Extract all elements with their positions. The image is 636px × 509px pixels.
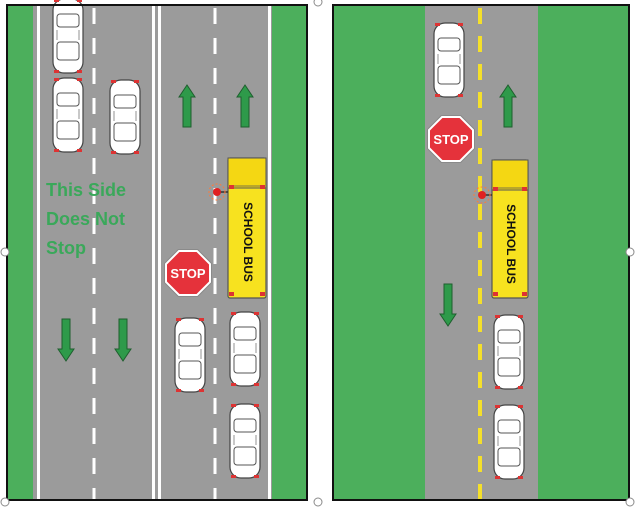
car-icon — [52, 0, 84, 74]
resize-handle[interactable] — [625, 247, 635, 257]
resize-handle[interactable] — [313, 0, 323, 7]
car-icon — [493, 404, 525, 480]
car-icon — [493, 314, 525, 390]
bus-label: SCHOOL BUS — [504, 204, 518, 284]
resize-handle[interactable] — [313, 497, 323, 507]
left-panel: SCHOOL BUS STOP This Side Does Not Stop — [6, 0, 308, 501]
road-edge-line — [37, 5, 40, 500]
right-panel: STOP SCHOOL BUS — [332, 4, 630, 501]
annotation-line: Stop — [46, 238, 86, 258]
car-icon — [229, 311, 261, 387]
stop-sign-icon: STOP — [426, 114, 476, 164]
stop-sign-label: STOP — [170, 266, 205, 281]
median-line — [158, 5, 161, 500]
car-icon — [433, 22, 465, 98]
annotation-line: This Side — [46, 180, 126, 200]
resize-handle[interactable] — [0, 497, 10, 507]
annotation-text: This Side Does Not Stop — [46, 180, 126, 258]
car-icon — [109, 79, 141, 155]
stop-sign-icon: STOP — [163, 248, 213, 298]
resize-handle[interactable] — [0, 247, 10, 257]
school-bus-icon: SCHOOL BUS — [491, 159, 529, 299]
road-edge-line — [268, 5, 271, 500]
car-icon — [174, 317, 206, 393]
resize-handle[interactable] — [625, 497, 635, 507]
car-icon — [52, 77, 84, 153]
stop-sign-label: STOP — [433, 132, 468, 147]
median-line — [152, 5, 155, 500]
annotation-line: Does Not — [46, 209, 125, 229]
car-icon — [229, 403, 261, 479]
bus-label: SCHOOL BUS — [241, 202, 255, 282]
school-bus-icon: SCHOOL BUS — [227, 157, 267, 299]
